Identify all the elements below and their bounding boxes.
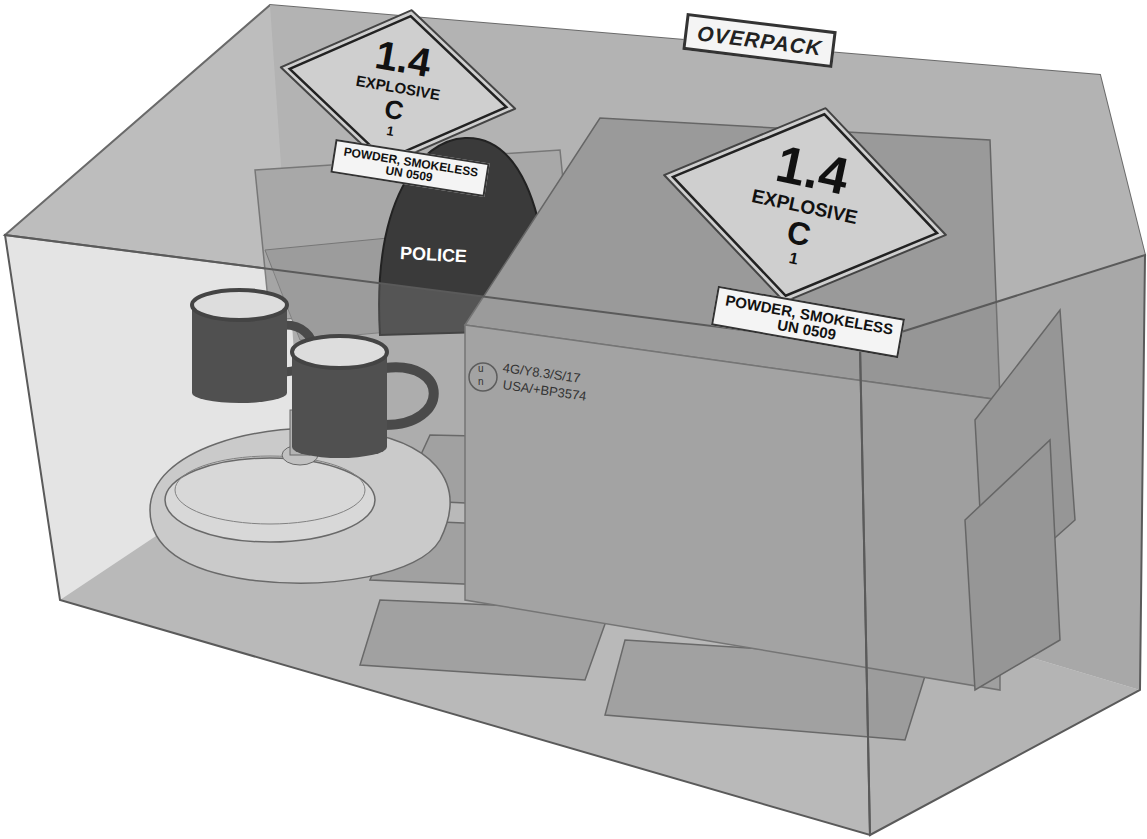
overpack-label: OVERPACK (682, 13, 837, 68)
label-text: OVERPACK (696, 22, 823, 58)
shipping-name-label: POWDER, SMOKELESSUN 0509 (711, 286, 905, 358)
un-symbol-letter: n (478, 377, 484, 387)
cap-text: POLICE (400, 244, 468, 265)
overpack-right (860, 255, 1145, 835)
hazard-diamond: 1.4EXPLOSIVEC1 (642, 77, 967, 333)
un-symbol-letter: u (478, 364, 484, 374)
